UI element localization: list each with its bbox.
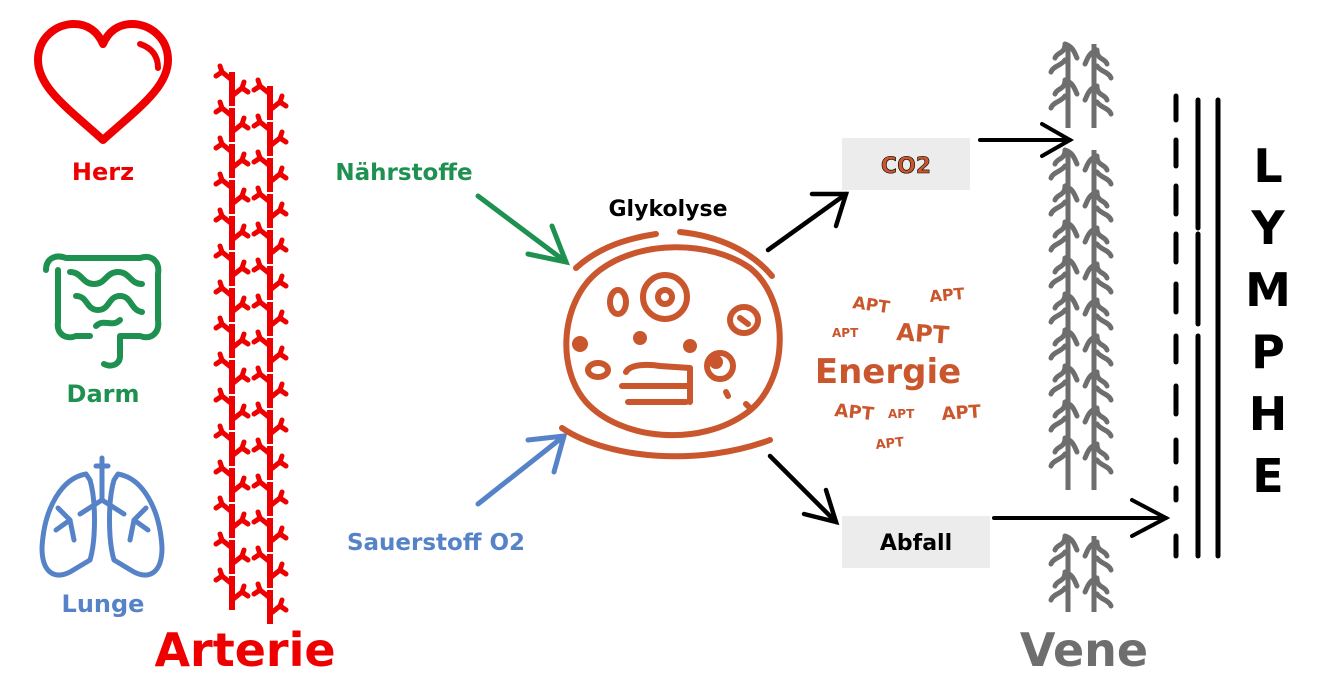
nutrients-label: Nährstoffe bbox=[335, 160, 472, 186]
lung-label: Lunge bbox=[62, 590, 145, 618]
lymph-letter: Y bbox=[1250, 201, 1285, 255]
lung-icon bbox=[39, 455, 165, 578]
apt-text: APT bbox=[833, 400, 875, 425]
intestine-label: Darm bbox=[67, 380, 140, 408]
apt-text: APT bbox=[832, 326, 859, 340]
waste-arrow bbox=[767, 453, 840, 526]
energy-label: Energie bbox=[815, 352, 961, 392]
glycolysis-label: Glykolyse bbox=[609, 197, 728, 222]
apt-text: APT bbox=[941, 401, 982, 425]
lymph-letter: M bbox=[1245, 263, 1291, 317]
co2-box bbox=[842, 138, 970, 190]
waste-box bbox=[842, 516, 990, 568]
artery-label: Arterie bbox=[154, 623, 335, 677]
lymph-letter: H bbox=[1249, 387, 1288, 441]
intestine-icon bbox=[43, 253, 162, 369]
oxygen-label: Sauerstoff O2 bbox=[347, 530, 525, 556]
apt-text: APT bbox=[875, 435, 905, 453]
co2-to-vein-arrow bbox=[978, 122, 1075, 158]
lymph-letter: L bbox=[1253, 139, 1282, 193]
lymph-letter: P bbox=[1251, 325, 1285, 379]
lymph-letter: E bbox=[1252, 449, 1283, 503]
vein-label: Vene bbox=[1020, 623, 1148, 677]
waste-to-lymph-arrow bbox=[992, 498, 1171, 538]
apt-cloud: APT APT APT APT Energie APT APT APT APT bbox=[815, 284, 983, 453]
cell-icon bbox=[559, 229, 783, 460]
heart-label: Herz bbox=[72, 158, 134, 186]
waste-label: Abfall bbox=[880, 531, 952, 556]
apt-text: APT bbox=[888, 407, 915, 421]
co2-label: CO2 bbox=[881, 154, 931, 179]
oxygen-arrow bbox=[475, 433, 568, 507]
apt-text: APT bbox=[851, 293, 891, 318]
heart-icon bbox=[34, 20, 172, 144]
co2-arrow bbox=[765, 191, 850, 253]
nutrients-arrow bbox=[475, 193, 571, 266]
vein-vessel bbox=[1051, 44, 1111, 612]
apt-text: APT bbox=[896, 318, 951, 350]
artery-vessel bbox=[216, 66, 286, 624]
lymph-vessel bbox=[1173, 93, 1221, 559]
apt-text: APT bbox=[929, 284, 966, 306]
